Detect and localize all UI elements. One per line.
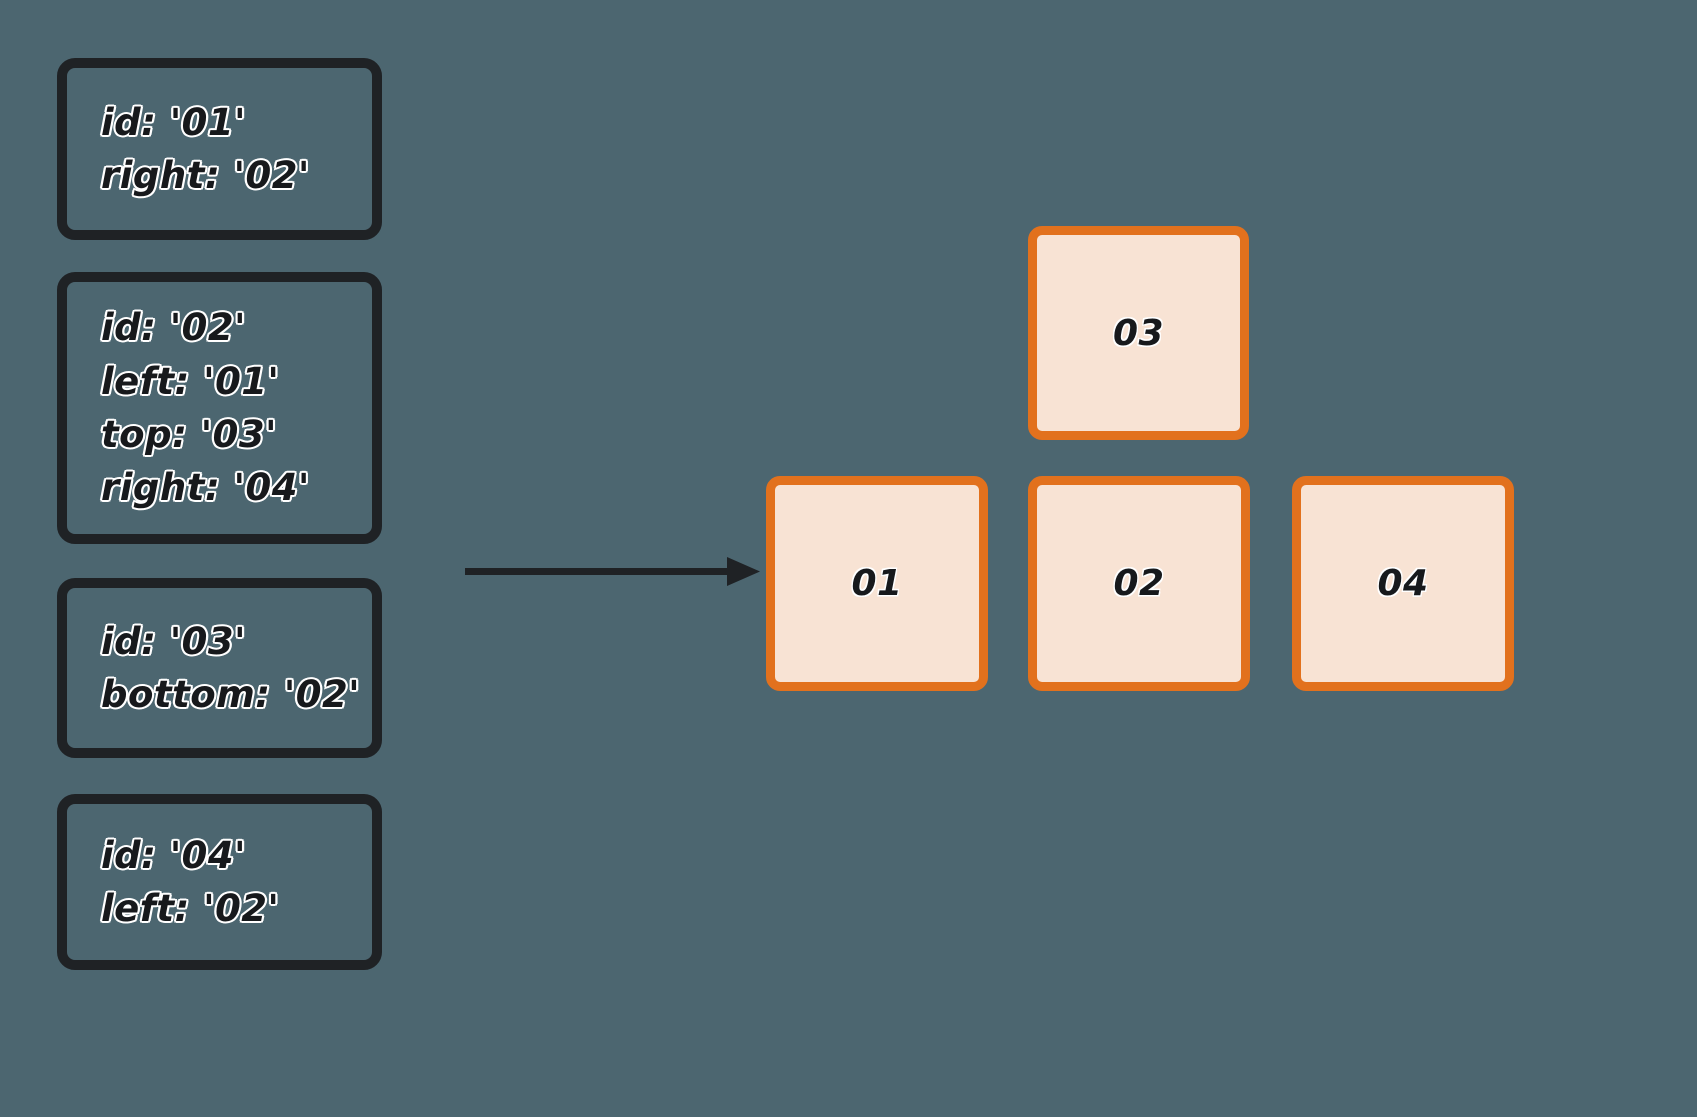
tile-label: 04 (1377, 563, 1429, 604)
spec-line: id: '02' (100, 305, 248, 351)
spec-line: left: '01' (100, 358, 281, 404)
arrow-right-icon (465, 557, 760, 586)
grid-tile-01[interactable]: 01 (766, 476, 988, 691)
spec-line: id: '03' (100, 618, 248, 664)
grid-tile-04[interactable]: 04 (1292, 476, 1514, 691)
tile-label: 01 (851, 563, 903, 604)
grid-tile-03[interactable]: 03 (1028, 226, 1249, 440)
spec-line: right: '04' (100, 465, 311, 511)
spec-line: right: '02' (100, 152, 311, 198)
tile-label: 03 (1112, 312, 1165, 354)
spec-line: top: '03' (100, 411, 278, 457)
spec-card-01: id: '01' right: '02' (57, 58, 382, 240)
spec-card-03: id: '03' bottom: '02' (57, 578, 382, 758)
spec-card-04: id: '04' left: '02' (57, 794, 382, 970)
spec-line: left: '02' (100, 885, 281, 931)
spec-line: bottom: '02' (100, 671, 362, 717)
tile-label: 02 (1113, 563, 1165, 604)
spec-card-02: id: '02' left: '01' top: '03' right: '04… (57, 272, 382, 544)
spec-line: id: '01' (100, 99, 248, 145)
grid-tile-02[interactable]: 02 (1028, 476, 1250, 691)
spec-line: id: '04' (100, 832, 248, 878)
